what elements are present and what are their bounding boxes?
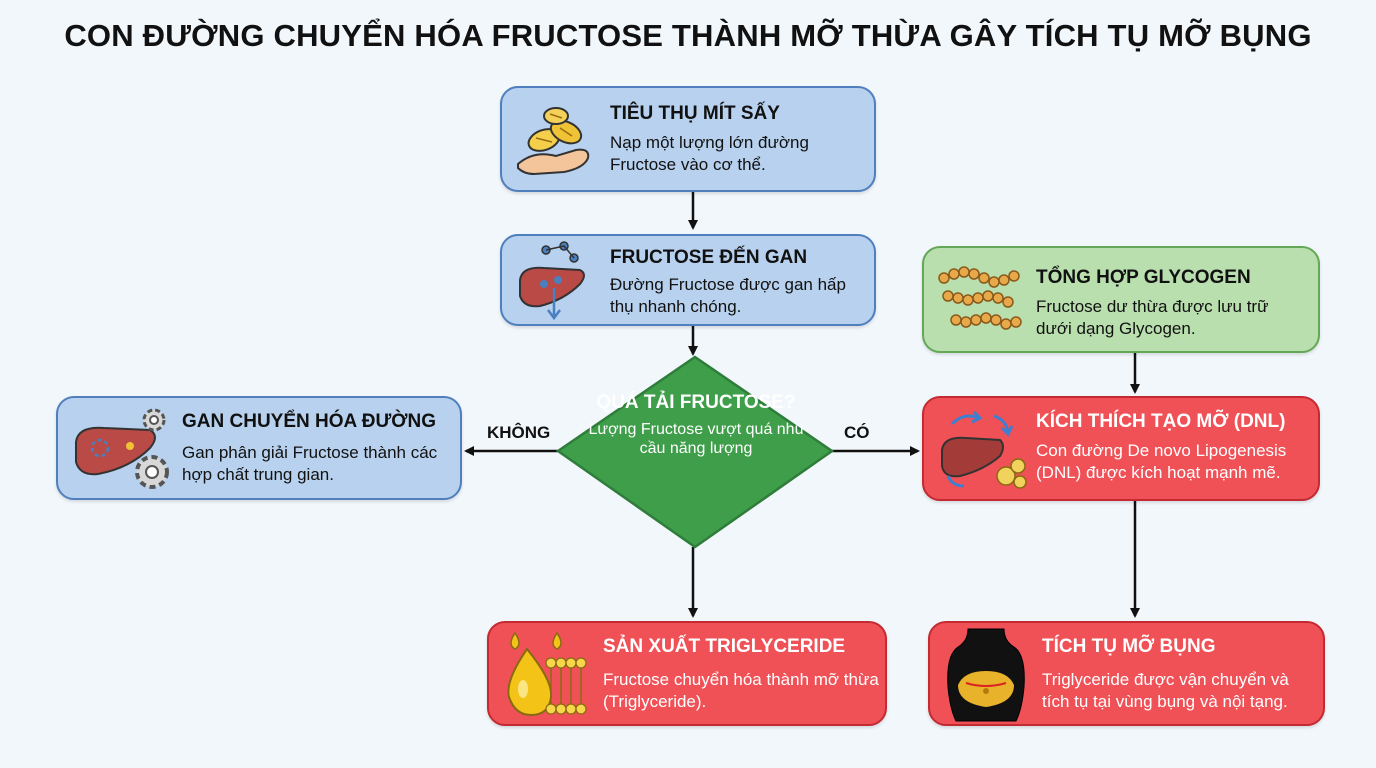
decision-title: QUÁ TẢI FRUCTOSE? xyxy=(596,392,796,413)
node-dnl: KÍCH THÍCH TẠO MỠ (DNL) Con đường De nov… xyxy=(922,396,1320,501)
node-liver: FRUCTOSE ĐẾN GAN Đường Fructose được gan… xyxy=(500,234,876,326)
node-triglyceride: SẢN XUẤT TRIGLYCERIDE Fructose chuyển hó… xyxy=(487,621,887,726)
belly-fat-silhouette-icon xyxy=(947,628,1025,722)
page-title: CON ĐƯỜNG CHUYỂN HÓA FRUCTOSE THÀNH MỠ T… xyxy=(64,18,1312,53)
node-glycogen: TỔNG HỢP GLYCOGEN Fructose dư thừa được … xyxy=(922,246,1320,353)
edge-label-no: KHÔNG xyxy=(487,423,551,442)
node-metabolize-title: GAN CHUYỂN HÓA ĐƯỜNG xyxy=(182,411,436,432)
node-consume-title: TIÊU THỤ MÍT SẤY xyxy=(610,103,780,124)
node-liver-title: FRUCTOSE ĐẾN GAN xyxy=(610,247,808,268)
decision-diamond xyxy=(555,355,835,549)
node-glycogen-title: TỔNG HỢP GLYCOGEN xyxy=(1036,267,1251,288)
node-glycogen-desc: Fructose dư thừa được lưu trữ dưới dạng … xyxy=(1036,297,1269,338)
node-triglyceride-desc: Fructose chuyển hóa thành mỡ thừa (Trigl… xyxy=(603,670,879,711)
glycogen-chain-icon xyxy=(938,266,1022,330)
node-belly-desc: Triglyceride được vận chuyển và tích tụ … xyxy=(1042,670,1289,711)
liver-molecule-icon xyxy=(519,241,585,321)
node-dnl-desc: Con đường De novo Lipogenesis (DNL) được… xyxy=(1036,441,1287,482)
dried-jackfruit-hand-icon xyxy=(517,107,590,176)
liver-gears-icon xyxy=(75,408,169,489)
node-triglyceride-title: SẢN XUẤT TRIGLYCERIDE xyxy=(603,636,846,657)
liver-fat-cycle-icon xyxy=(941,410,1027,489)
edge-label-yes: CÓ xyxy=(844,423,870,442)
node-consume-desc: Nạp một lượng lớn đường Fructose vào cơ … xyxy=(610,133,809,174)
node-consume: TIÊU THỤ MÍT SẤY Nạp một lượng lớn đường… xyxy=(500,86,876,192)
node-belly: TÍCH TỤ MỠ BỤNG Triglyceride được vận ch… xyxy=(928,621,1325,726)
decision-node: QUÁ TẢI FRUCTOSE? Lượng Fructose vượt qu… xyxy=(586,392,806,458)
node-belly-title: TÍCH TỤ MỠ BỤNG xyxy=(1042,636,1216,657)
fat-drop-membrane-icon xyxy=(507,631,587,717)
node-metabolize-desc: Gan phân giải Fructose thành các hợp chấ… xyxy=(182,443,438,484)
decision-desc: Lượng Fructose vượt quá nhu cầu năng lượ… xyxy=(588,421,804,457)
node-metabolize: GAN CHUYỂN HÓA ĐƯỜNG Gan phân giải Fruct… xyxy=(56,396,462,500)
node-dnl-title: KÍCH THÍCH TẠO MỠ (DNL) xyxy=(1036,411,1286,432)
node-liver-desc: Đường Fructose được gan hấp thụ nhanh ch… xyxy=(610,275,846,316)
